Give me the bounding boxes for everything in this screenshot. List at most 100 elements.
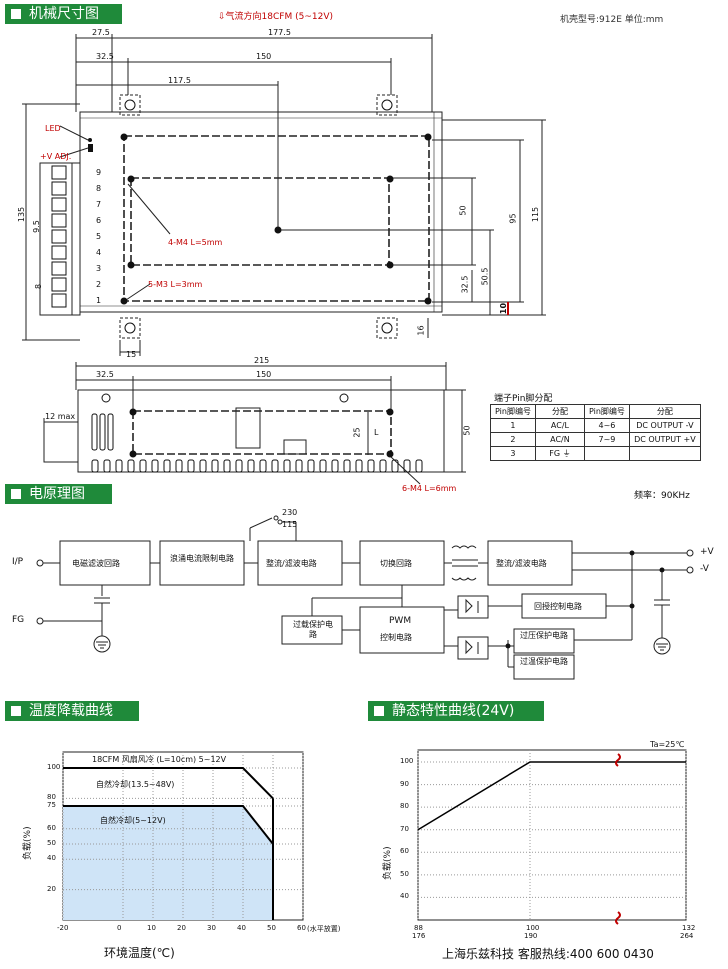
- feedback-block: 回授控制电路: [534, 602, 582, 611]
- otp-block: 过温保护电路: [520, 657, 568, 666]
- rect1-block: 整流/滤波电路: [266, 559, 317, 568]
- static-ylabel: 负载(%): [383, 846, 393, 880]
- plot-frame: [417, 749, 687, 921]
- y-tick-label: 80: [400, 802, 409, 811]
- side-dim-25: 25: [352, 427, 362, 438]
- dim-95: 95: [508, 213, 518, 224]
- emi-block: 电磁滤波回路: [72, 559, 120, 568]
- dim-115: 115: [531, 206, 541, 223]
- x-tick-label-secondary: 264: [680, 932, 694, 940]
- y-tick-label: 40: [400, 892, 409, 901]
- square-icon: [11, 706, 21, 716]
- olp-block: 过载保护电路: [293, 620, 333, 639]
- dim-15: 15: [126, 350, 137, 359]
- ovp-block: 过压保护电路: [520, 631, 568, 640]
- series-line-load: [417, 761, 686, 831]
- dim-50: 50: [458, 205, 468, 216]
- dim-135: 135: [17, 206, 27, 223]
- pwm-control-label: 控制电路: [380, 633, 412, 642]
- footer: 上海乐兹科技 客服热线:400 600 0430: [442, 947, 654, 961]
- plot-frame: [62, 751, 304, 921]
- side-dim-32-5: 32.5: [96, 370, 114, 379]
- terminal-number: 9: [96, 168, 102, 177]
- square-icon: [374, 706, 384, 716]
- dim-9-5: 9.5: [31, 220, 41, 233]
- dim-32-5-v: 32.5: [460, 275, 470, 294]
- series-area-natural-5-12v: [63, 806, 273, 920]
- inrush-block: 浪涌电流限制电路: [170, 554, 234, 563]
- y-tick-label: 60: [47, 823, 56, 832]
- square-icon: [11, 489, 21, 499]
- y-tick-label: 75: [47, 801, 56, 809]
- x-tick-label: 50: [267, 924, 276, 932]
- pin-header: 分配: [628, 404, 701, 419]
- dim-177-5: 177.5: [268, 28, 291, 37]
- pos-output: +V: [700, 547, 714, 557]
- legend-fan: 18CFM 风扇风冷 (L=10cm) 5~12V: [92, 755, 227, 764]
- terminal-number: 5: [96, 232, 102, 241]
- led-label: LED: [45, 124, 61, 133]
- airflow-label: ⇩气流方向18CFM (5~12V): [218, 12, 333, 22]
- y-tick-label: 70: [400, 824, 409, 833]
- arrow-down-icon: ⇩: [218, 12, 226, 22]
- switch-block: 切换回路: [380, 559, 412, 568]
- section-static-header: 静态特性曲线(24V): [368, 701, 544, 721]
- neg-output: -V: [700, 564, 709, 574]
- pin-header: Pin脚编号: [490, 404, 536, 419]
- dim-16: 16: [416, 325, 426, 336]
- series-line-natural-5-12v: [63, 805, 274, 845]
- dim-50-5: 50.5: [480, 267, 490, 286]
- pin-table-title: 端子Pin脚分配: [494, 394, 553, 404]
- static-title: Ta=25℃: [650, 740, 685, 749]
- axis-break-mark: [615, 753, 621, 767]
- dim-8: 8: [34, 283, 44, 290]
- section-circuit-header: 电原理图: [5, 484, 112, 504]
- dim-150: 150: [256, 52, 272, 61]
- terminal-number: 6: [96, 216, 102, 225]
- terminal-number: 1: [96, 296, 102, 305]
- y-tick-label: 40: [47, 854, 56, 863]
- m3-label: 5-M3 L=3mm: [148, 280, 203, 289]
- square-icon: [11, 9, 21, 19]
- terminal-number: 2: [96, 280, 102, 289]
- x-tick-label: 100: [526, 924, 540, 932]
- dim-10: 10: [499, 302, 509, 315]
- y-tick-label: 20: [47, 884, 56, 893]
- pin-header: Pin脚编号: [583, 404, 630, 419]
- rect2-block: 整流/滤波电路: [496, 559, 547, 568]
- y-tick-label: 80: [47, 793, 56, 802]
- pwm-label: PWM: [389, 616, 412, 626]
- legend-natural-13-48v: 自然冷却(13.5~48V): [96, 780, 175, 789]
- dim-117-5: 117.5: [168, 76, 191, 85]
- x-tick-label: 20: [177, 924, 186, 932]
- y-tick-label: 50: [400, 869, 409, 878]
- v115-label: 115: [282, 520, 298, 529]
- terminal-number: 3: [96, 264, 102, 273]
- dim-27-5: 27.5: [92, 28, 110, 37]
- side-dim-215: 215: [254, 356, 270, 365]
- x-tick-label-secondary: 190: [524, 932, 538, 940]
- derating-ylabel: 负载(%): [23, 826, 33, 860]
- dim-32-5: 32.5: [96, 52, 114, 61]
- legend-natural-5-12v: 自然冷却(5~12V): [100, 816, 166, 825]
- vadj-label: +V ADJ.: [40, 152, 72, 161]
- side-m4-label: 6-M4 L=6mm: [402, 484, 457, 493]
- fg-label: FG: [12, 615, 25, 625]
- x-tick-label: (水平放置): [307, 925, 341, 933]
- ip-label: I/P: [12, 557, 24, 567]
- section-derating-header: 温度降载曲线: [5, 701, 139, 721]
- terminal-number: 4: [96, 248, 102, 257]
- y-tick-label: 60: [400, 847, 409, 856]
- x-tick-label: 132: [682, 924, 696, 932]
- axis-break-mark: [615, 911, 621, 925]
- y-tick-label: 100: [47, 763, 61, 771]
- x-tick-label: 30: [207, 924, 216, 932]
- x-tick-label: -20: [57, 924, 69, 932]
- y-tick-label: 90: [400, 779, 409, 788]
- model-label: 机壳型号:912E 单位:mm: [560, 15, 664, 25]
- y-tick-label: 50: [47, 839, 56, 847]
